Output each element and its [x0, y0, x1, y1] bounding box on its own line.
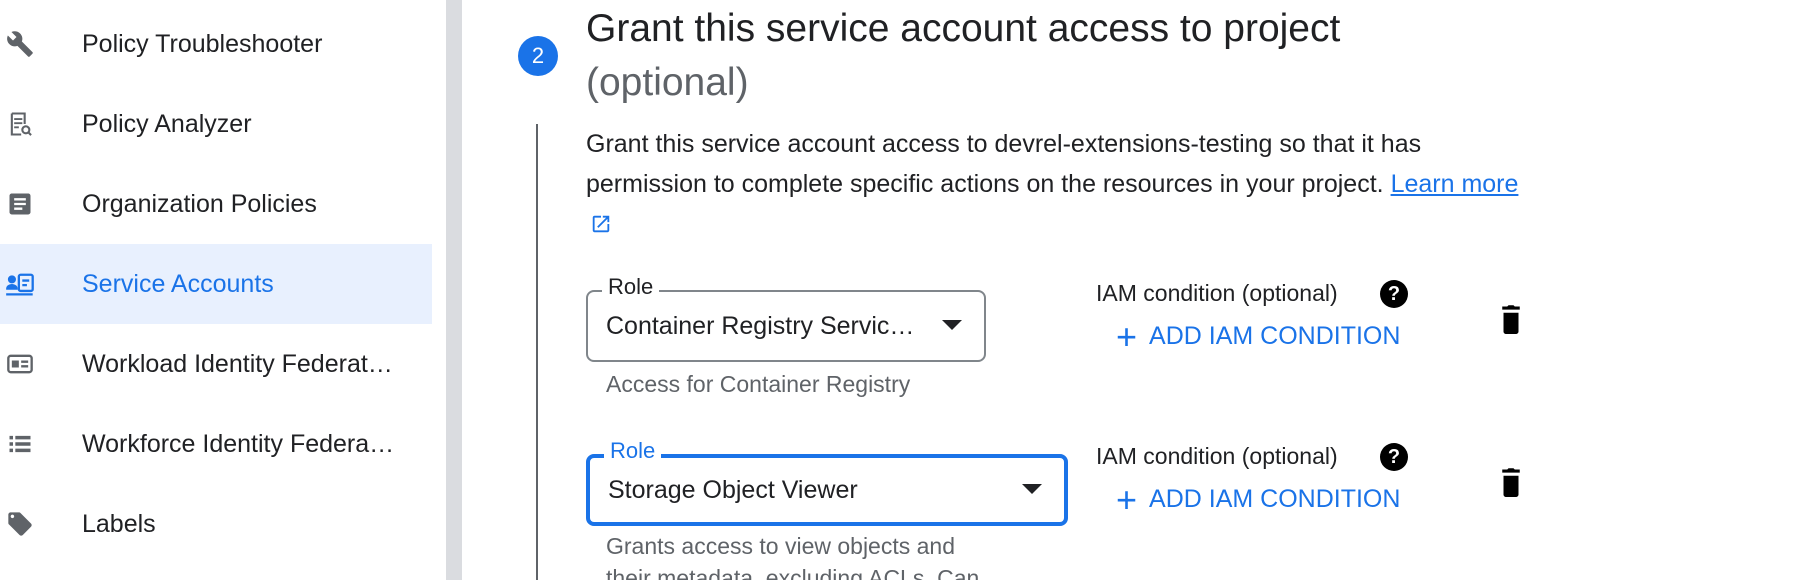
trash-icon	[1502, 305, 1520, 334]
step-title: Grant this service account access to pro…	[586, 2, 1486, 110]
role-legend: Role	[604, 438, 662, 464]
sidebar-item-service-accounts[interactable]: Service Accounts	[0, 244, 432, 324]
learn-more-text: Learn more	[1390, 170, 1519, 198]
sidebar-item-policy-troubleshooter[interactable]: Policy Troubleshooter	[0, 4, 432, 84]
add-iam-condition-button[interactable]: + ADD IAM CONDITION	[1116, 478, 1401, 520]
sidebar-item-workload-identity-federation[interactable]: Workload Identity Federat…	[0, 324, 432, 404]
role-select-1[interactable]: Role Container Registry Servic…	[586, 274, 986, 362]
sidebar-item-label: Labels	[82, 509, 156, 538]
iam-condition-label: IAM condition (optional)	[1096, 443, 1338, 469]
delete-role-button[interactable]	[1496, 465, 1526, 499]
service-account-icon	[4, 268, 36, 300]
role-value: Storage Object Viewer	[608, 476, 858, 504]
add-iam-condition-label: ADD IAM CONDITION	[1149, 322, 1401, 350]
wrench-icon	[4, 28, 36, 60]
step-description-text: Grant this service account access to dev…	[586, 130, 1422, 198]
sidebar-item-label: Organization Policies	[82, 189, 317, 218]
learn-more-link[interactable]: Learn more	[1391, 170, 1519, 198]
document-icon	[4, 188, 36, 220]
main-content: 2 Grant this service account access to p…	[462, 0, 1794, 580]
sidebar-item-label: Workforce Identity Federa…	[82, 429, 395, 458]
sidebar-item-label: Service Accounts	[82, 269, 274, 298]
external-link-icon	[590, 207, 612, 247]
sidebar-item-label: Policy Analyzer	[82, 109, 252, 138]
delete-role-button[interactable]	[1496, 302, 1526, 336]
plus-icon: +	[1116, 478, 1138, 520]
list-icon	[4, 428, 36, 460]
role-helper-text: Grants access to view objects and their …	[606, 533, 980, 580]
sidebar-item-label: Policy Troubleshooter	[82, 29, 323, 58]
step-connector-line	[536, 124, 538, 580]
iam-condition-label: IAM condition (optional)	[1096, 280, 1338, 306]
step-number-badge: 2	[518, 36, 558, 76]
tag-icon	[4, 508, 36, 540]
trash-icon	[1502, 468, 1520, 497]
sidebar-item-organization-policies[interactable]: Organization Policies	[0, 164, 432, 244]
sidebar-item-policy-analyzer[interactable]: Policy Analyzer	[0, 84, 432, 164]
plus-icon: +	[1116, 315, 1138, 357]
role-value: Container Registry Servic…	[606, 312, 915, 340]
step-title-optional: (optional)	[586, 61, 749, 104]
help-icon[interactable]: ?	[1380, 443, 1408, 471]
step-description: Grant this service account access to dev…	[586, 124, 1526, 247]
step-title-text: Grant this service account access to pro…	[586, 7, 1341, 50]
id-card-icon	[4, 348, 36, 380]
sidebar: Policy Troubleshooter Policy Analyzer Or…	[0, 0, 446, 580]
role-legend: Role	[602, 274, 660, 300]
sidebar-item-label: Workload Identity Federat…	[82, 349, 393, 378]
sidebar-divider[interactable]	[446, 0, 462, 580]
role-helper-text: Access for Container Registry	[606, 371, 911, 397]
role-select-2[interactable]: Role Storage Object Viewer	[586, 438, 1068, 526]
policy-analyzer-icon	[4, 108, 36, 140]
add-iam-condition-label: ADD IAM CONDITION	[1149, 485, 1401, 513]
sidebar-item-labels[interactable]: Labels	[0, 484, 432, 564]
sidebar-item-workforce-identity-federation[interactable]: Workforce Identity Federa…	[0, 404, 432, 484]
add-iam-condition-button[interactable]: + ADD IAM CONDITION	[1116, 315, 1401, 357]
help-icon[interactable]: ?	[1380, 280, 1408, 308]
dropdown-arrow-icon	[942, 320, 962, 330]
dropdown-arrow-icon	[1022, 484, 1042, 494]
